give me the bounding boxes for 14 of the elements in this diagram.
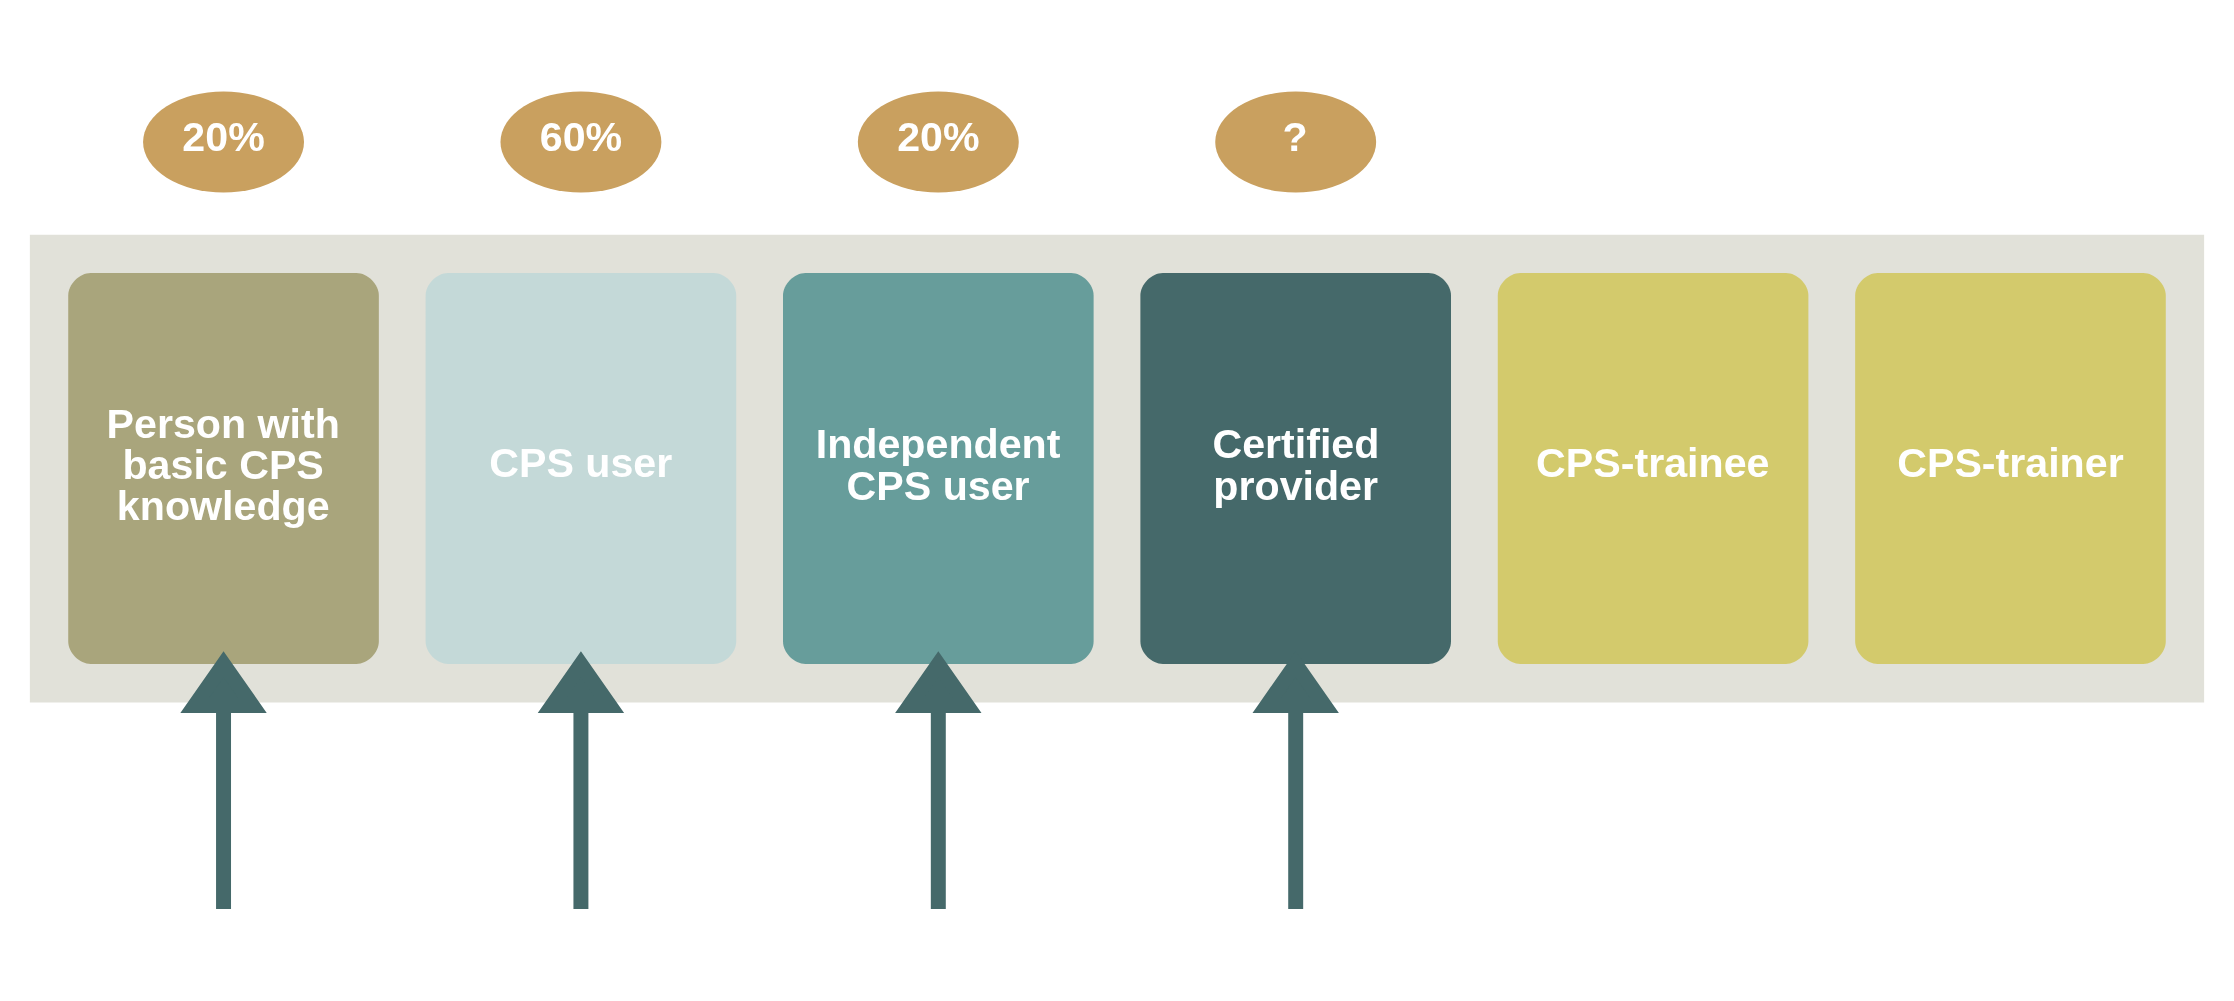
cluster [29,234,2205,702]
node-box: Certified provider [1140,272,1451,664]
arrow [180,650,267,909]
node-ellipse: 20% [857,91,1019,193]
node-box: CPS-trainee [1497,272,1809,664]
node-ellipse: ? [1215,91,1377,193]
node-ellipse: 20% [143,91,304,193]
arrow [895,650,982,909]
node-box: CPS user [425,272,737,664]
node-box: CPS-trainer [1855,272,2166,664]
node-ellipse: 60% [500,91,662,193]
node-box: Person with basic CPS knowledge [68,272,379,664]
arrow [537,650,625,909]
node-box: Independent CPS user [783,272,1094,664]
